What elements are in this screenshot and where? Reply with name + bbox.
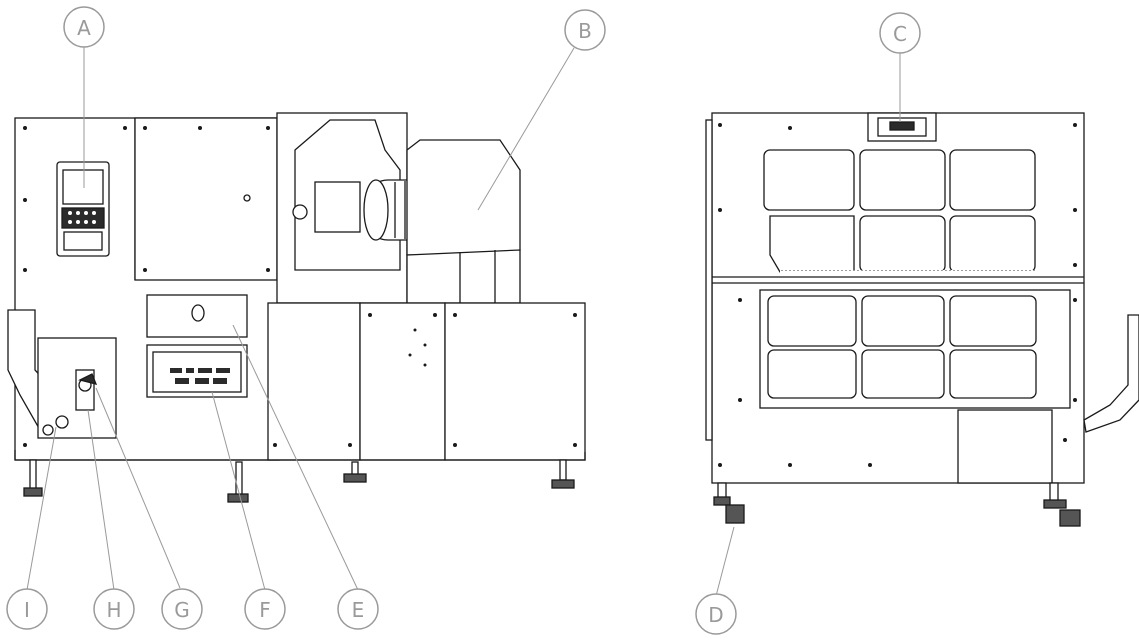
rear-view [705, 112, 1139, 527]
cable-conduit [7, 309, 117, 439]
callout-F-label: F [259, 598, 271, 622]
lens-mount-block [314, 181, 361, 233]
panel-fastener [243, 194, 251, 202]
leader-D [715, 526, 735, 597]
callout-H-label: H [106, 598, 121, 622]
top-handle [867, 112, 937, 142]
callout-G: G [161, 588, 203, 630]
upper-vent-panel [763, 149, 1036, 273]
callout-B-label: B [578, 19, 592, 43]
leader-I [26, 426, 57, 591]
lower-panel-1 [267, 302, 361, 461]
leader-lines [26, 46, 901, 597]
rear-leveling-feet [713, 482, 1081, 527]
leader-E [232, 324, 359, 591]
rear-fastener-dots [718, 123, 1077, 467]
callout-H: H [93, 588, 135, 630]
callout-A-label: A [77, 16, 91, 40]
lower-panel-2 [359, 302, 446, 461]
upper-access-panel [134, 117, 278, 281]
callout-E-label: E [352, 598, 365, 622]
callout-E: E [337, 588, 379, 630]
rear-conduit [1083, 314, 1139, 433]
leader-B [477, 47, 575, 211]
callout-D: D [695, 593, 737, 635]
callout-A: A [63, 6, 105, 48]
callout-C: C [879, 12, 921, 54]
callout-F: F [244, 588, 286, 630]
lower-vent-panel [759, 289, 1071, 409]
callout-B: B [564, 9, 606, 51]
service-panel [957, 409, 1053, 484]
lens-shroud [406, 139, 521, 256]
side-fastener-dots [23, 126, 577, 447]
callout-C-label: C [893, 22, 907, 46]
leveling-feet [23, 459, 575, 503]
io-connector-panel [146, 344, 248, 398]
optics-bracket [294, 119, 401, 271]
callouts: A B C D E F G H [6, 6, 921, 635]
leader-F [211, 391, 266, 591]
adjuster-knob [292, 204, 308, 220]
control-panel-display [56, 161, 110, 257]
base-rail [14, 450, 586, 461]
leader-G [95, 387, 181, 589]
lens-shroud-lower [406, 249, 521, 304]
leader-H [87, 409, 115, 591]
lower-panel-3 [444, 302, 586, 461]
side-rail [705, 119, 713, 441]
callout-I-label: I [24, 598, 30, 622]
power-switch [191, 304, 205, 322]
side-view [7, 112, 586, 503]
callout-D-label: D [708, 603, 723, 627]
callout-I: I [6, 588, 48, 630]
callout-G-label: G [174, 598, 190, 622]
